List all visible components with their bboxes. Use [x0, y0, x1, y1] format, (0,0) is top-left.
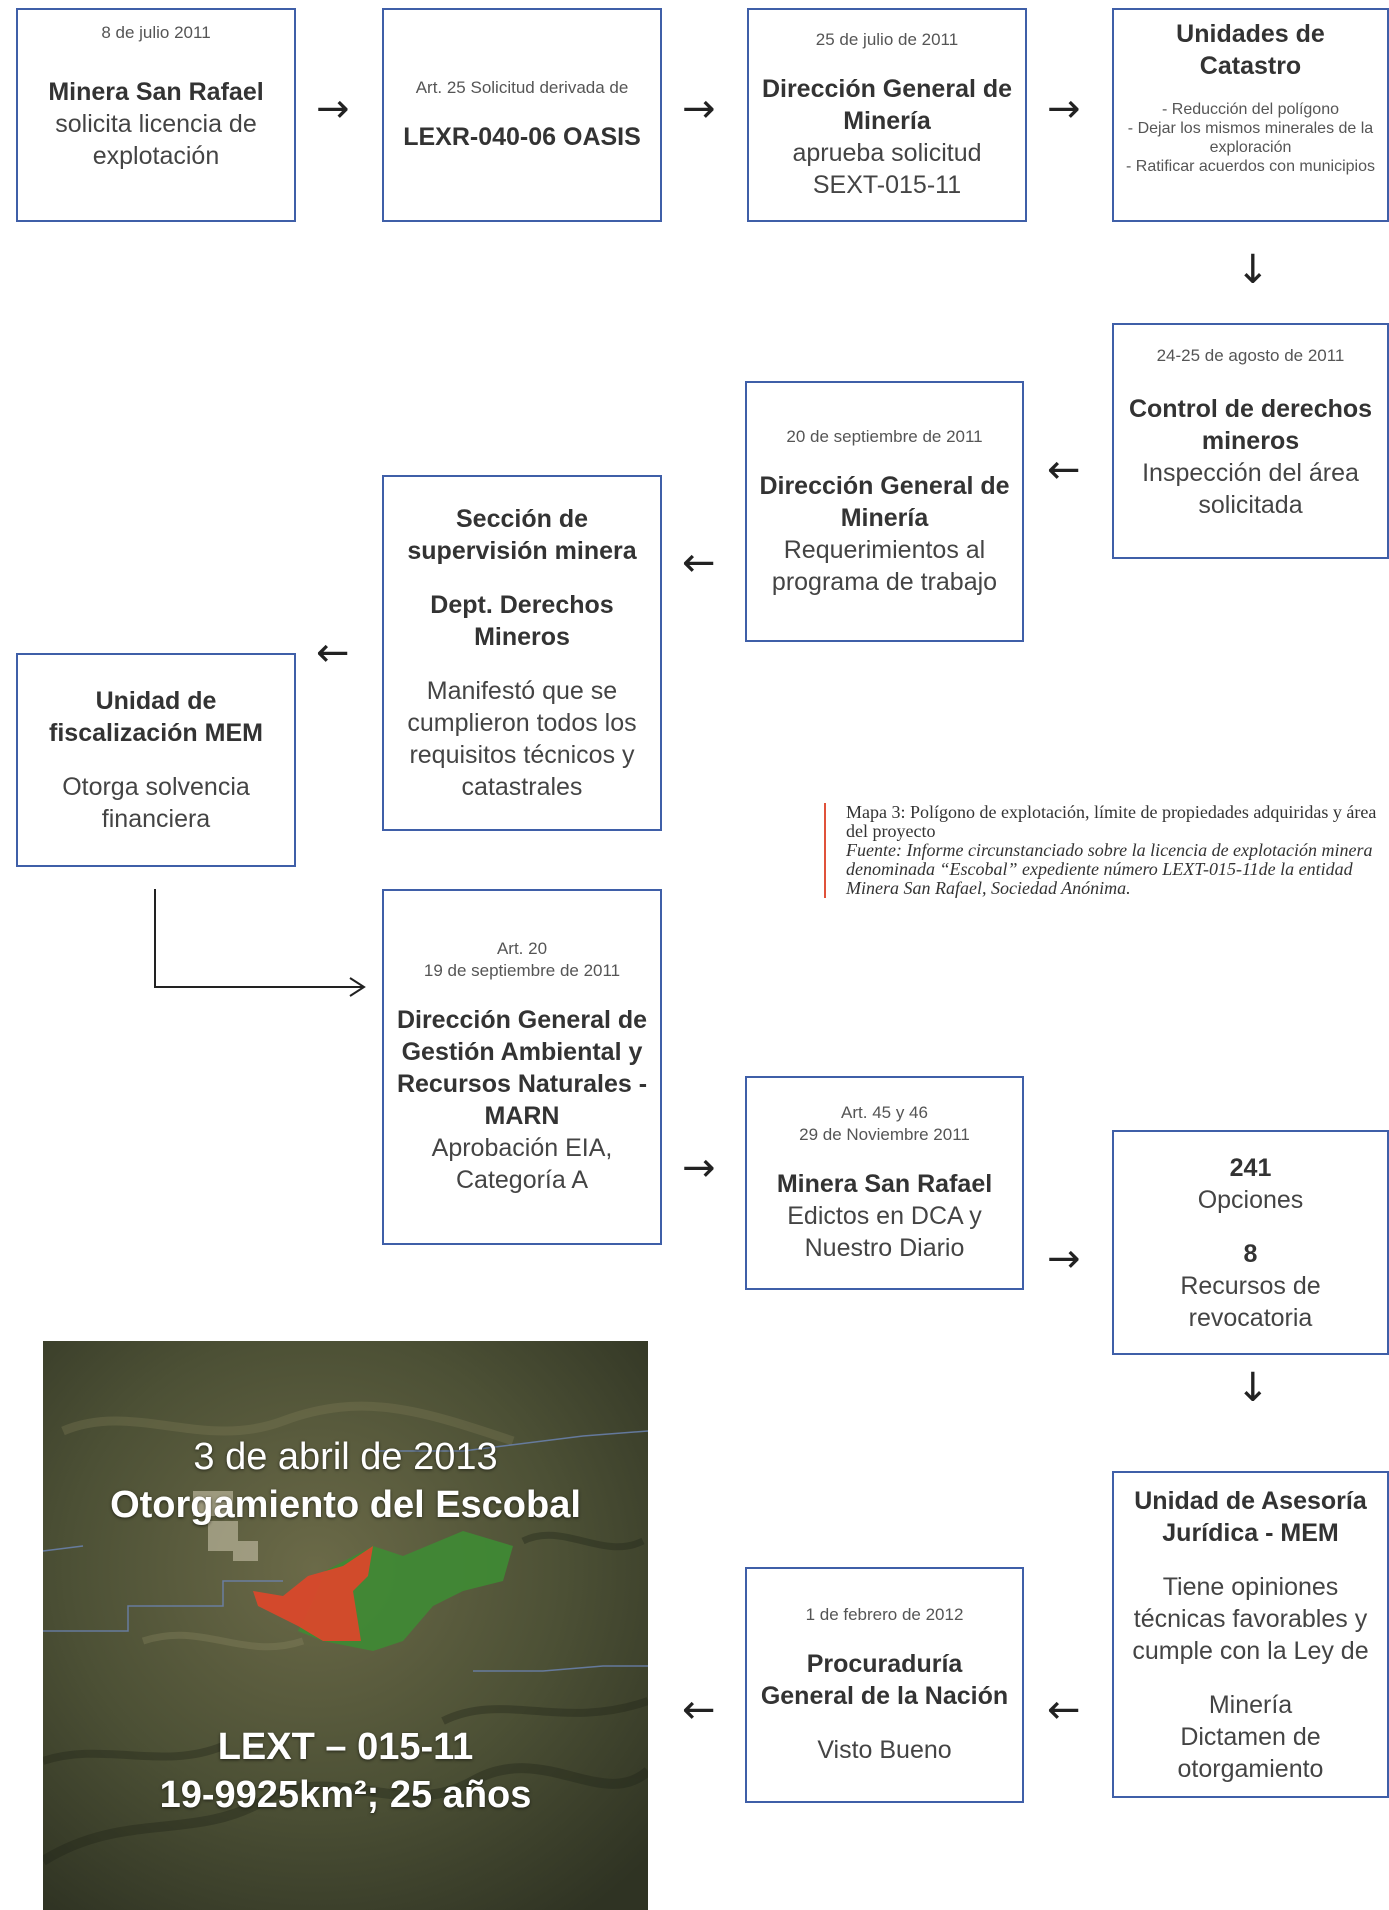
- map-caption: Mapa 3: Polígono de explotación, límite …: [824, 803, 1389, 898]
- catastro-item: - Dejar los mismos minerales de la explo…: [1127, 120, 1374, 156]
- step-desc: Edictos en DCA y Nuestro Diario: [787, 1202, 982, 1262]
- boundary-lines: [43, 1430, 648, 1672]
- step-title: Unidad de fiscalización MEM: [49, 687, 263, 747]
- step-desc-2: Minería: [1208, 1690, 1293, 1719]
- step-box-control-derechos: 24-25 de agosto de 2011 Control de derec…: [1112, 323, 1389, 559]
- step-box-supervision: Sección de supervisión minera Dept. Dere…: [382, 475, 662, 831]
- exploitation-polygon: [253, 1546, 373, 1641]
- recursos-count: 8: [1243, 1239, 1258, 1268]
- arrow-down-icon: ↓: [1236, 1365, 1270, 1411]
- step-desc: Aprobación EIA, Categoría A: [431, 1134, 613, 1194]
- step-title: Minera San Rafael: [48, 78, 264, 106]
- step-desc: Otorga solvencia financiera: [62, 773, 250, 833]
- map-image: [43, 1341, 648, 1910]
- arrow-right-icon: →: [316, 86, 350, 132]
- map-date: 3 de abril de 2013: [193, 1436, 498, 1478]
- catastro-item: - Reducción del polígono: [1161, 101, 1339, 118]
- step-desc: Inspección del área solicitada: [1142, 459, 1359, 519]
- arrow-left-icon: ←: [1047, 447, 1081, 493]
- step-title: Dirección General de Gestión Ambiental y…: [396, 1006, 648, 1130]
- step-box-dgm-requerimientos: 20 de septiembre de 2011 Dirección Gener…: [745, 381, 1024, 642]
- map-title: Otorgamiento del Escobal: [110, 1484, 581, 1526]
- step-date: Art. 20: [496, 939, 548, 958]
- step-box-art25: Art. 25 Solicitud derivada de LEXR-040-0…: [382, 8, 662, 222]
- step-box-procuraduria: 1 de febrero de 2012 Procuraduría Genera…: [745, 1567, 1024, 1803]
- step-box-solicitud: 8 de julio 2011 Minera San Rafael solici…: [16, 8, 296, 222]
- arrow-right-icon: →: [682, 86, 716, 132]
- step-desc: Visto Bueno: [817, 1736, 952, 1764]
- town-area: [193, 1491, 258, 1561]
- step-box-catastro: Unidades de Catastro - Reducción del pol…: [1112, 8, 1389, 222]
- step-date: 25 de julio de 2011: [815, 30, 959, 49]
- opciones-count: 241: [1229, 1153, 1272, 1182]
- terrain-ridges: [43, 1401, 648, 1866]
- step-desc: Requerimientos al programa de trabajo: [771, 535, 998, 596]
- step-box-dgm-aprueba: 25 de julio de 2011 Dirección General de…: [747, 8, 1027, 222]
- map-code: LEXT – 015-11: [217, 1726, 474, 1768]
- caption-title: Mapa 3: Polígono de explotación, límite …: [846, 802, 1377, 841]
- arrow-left-icon: ←: [682, 1687, 716, 1733]
- caption-source: Fuente: Informe circunstanciado sobre la…: [846, 840, 1373, 898]
- arrow-left-icon: ←: [316, 630, 350, 676]
- step-title: Unidades de Catastro: [1176, 20, 1325, 80]
- step-title: Unidad de Asesoría Jurídica - MEM: [1134, 1486, 1367, 1547]
- step-box-opciones: 241 Opciones 8 Recursos de revocatoria: [1112, 1130, 1389, 1355]
- step-title: Minera San Rafael: [776, 1170, 993, 1198]
- step-subtitle: Dept. Derechos Mineros: [430, 591, 614, 651]
- step-box-fiscalizacion: Unidad de fiscalización MEM Otorga solve…: [16, 653, 296, 867]
- step-date: Art. 45 y 46: [841, 1103, 928, 1122]
- step-date: 20 de septiembre de 2011: [786, 426, 983, 446]
- arrow-left-icon: ←: [682, 540, 716, 586]
- catastro-item: - Ratificar acuerdos con municipios: [1126, 158, 1375, 175]
- step-box-marn: Art. 20 19 de septiembre de 2011 Direcci…: [382, 889, 662, 1245]
- arrow-down-icon: ↓: [1236, 247, 1270, 293]
- arrow-left-icon: ←: [1047, 1687, 1081, 1733]
- step-date: 8 de julio 2011: [101, 23, 211, 42]
- step-box-asesoria: Unidad de Asesoría Jurídica - MEM Tiene …: [1112, 1471, 1389, 1798]
- step-title: Sección de supervisión minera: [407, 505, 637, 565]
- step-title: Dirección General de Minería: [759, 471, 1010, 532]
- map-area: 19-9925km²; 25 años: [159, 1774, 532, 1816]
- arrow-right-icon: →: [1047, 86, 1081, 132]
- arrow-right-icon: →: [682, 1145, 716, 1191]
- opciones-label: Opciones: [1197, 1185, 1304, 1214]
- step-title: Control de derechos mineros: [1128, 395, 1373, 455]
- step-desc-3: Dictamen de otorgamiento: [1177, 1722, 1324, 1783]
- arrow-right-icon: →: [1047, 1236, 1081, 1282]
- step-desc: Manifestó que se cumplieron todos los re…: [407, 677, 637, 801]
- step-desc: solicita licencia de explotación: [55, 110, 257, 170]
- step-date: 1 de febrero de 2012: [805, 1605, 964, 1624]
- step-box-edictos: Art. 45 y 46 29 de Noviembre 2011 Minera…: [745, 1076, 1024, 1290]
- step-pre: Art. 25 Solicitud derivada de: [415, 78, 629, 97]
- recursos-label: Recursos de revocatoria: [1180, 1271, 1321, 1332]
- elbow-connector: [154, 889, 366, 997]
- step-desc: Tiene opiniones técnicas favorables y cu…: [1132, 1572, 1369, 1665]
- step-title: Dirección General de Minería: [761, 75, 1013, 135]
- step-date-2: 29 de Noviembre 2011: [799, 1125, 970, 1144]
- satellite-map: 3 de abril de 2013 Otorgamiento del Esco…: [43, 1341, 648, 1910]
- step-desc: aprueba solicitud SEXT-015-11: [792, 139, 982, 199]
- step-title: Procuraduría General de la Nación: [760, 1650, 1009, 1710]
- step-title: LEXR-040-06 OASIS: [403, 123, 641, 151]
- step-date-2: 19 de septiembre de 2011: [423, 961, 621, 980]
- step-date: 24-25 de agosto de 2011: [1156, 346, 1345, 365]
